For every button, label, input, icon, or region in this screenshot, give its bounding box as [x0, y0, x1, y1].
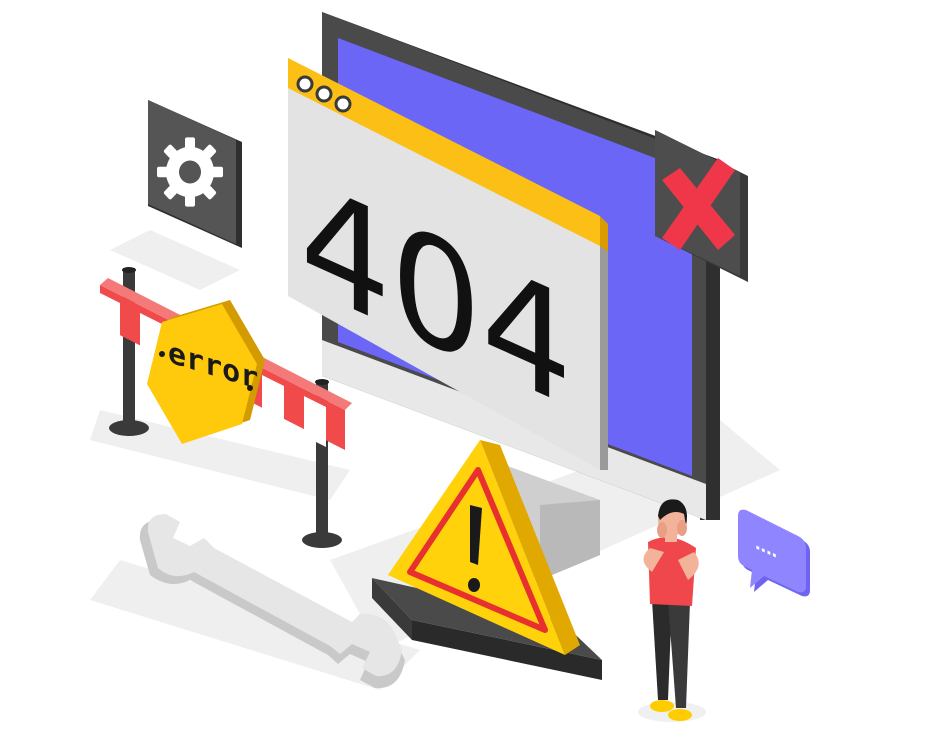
warning-exclamation-icon: [468, 505, 482, 592]
person: [638, 499, 706, 722]
warning-sign: [372, 440, 602, 680]
window-dot-1: [296, 75, 314, 93]
error-sign: [147, 304, 257, 444]
window-dot-2: [315, 85, 333, 103]
gear-icon: [148, 100, 242, 248]
speech-bubble-text: ....: [755, 531, 777, 563]
browser-title-bar: [288, 58, 600, 246]
close-x-icon: [655, 130, 748, 282]
chat-bubble-icon: ....: [738, 509, 810, 597]
barrier: error: [100, 267, 352, 548]
wrench-icon: [139, 514, 406, 689]
window-dot-3: [334, 95, 352, 113]
